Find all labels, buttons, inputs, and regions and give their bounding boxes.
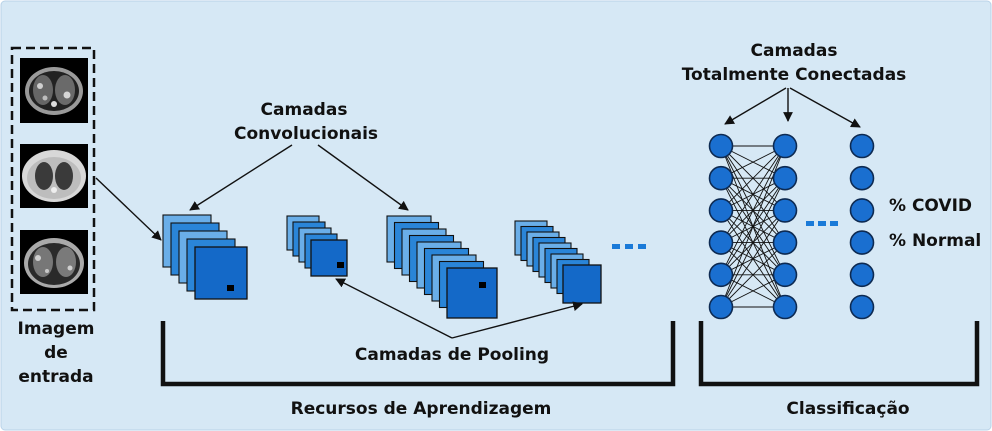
learning-features-label: Recursos de Aprendizagem (291, 399, 552, 419)
neuron-node (708, 133, 734, 159)
fc-edge (720, 145, 786, 211)
neuron-node (708, 198, 734, 223)
input-label-line-1: Imagem (18, 319, 95, 339)
pool-arrow-left (335, 278, 453, 339)
fc-arrow-left (724, 87, 787, 125)
input-to-conv-arrow (95, 177, 162, 241)
ct-scan-2 (20, 144, 88, 208)
fc-network (708, 133, 875, 320)
neuron-node (772, 198, 798, 223)
fc-layer-1 (708, 133, 734, 320)
feature-ellipsis (612, 244, 646, 249)
fc-label-line-2: Totalmente Conectadas (682, 65, 907, 85)
output-normal-label: % Normal (889, 231, 981, 251)
neuron-node (772, 165, 798, 191)
output-covid-label: % COVID (889, 196, 972, 216)
pool-stack-1 (286, 215, 348, 277)
kernel-marker (479, 282, 486, 288)
classification-bracket (698, 321, 980, 387)
conv-arrow-left (189, 144, 293, 211)
feature-map-front (194, 246, 248, 300)
fc-ellipsis (806, 221, 838, 226)
neuron-node (849, 262, 875, 288)
ct-scan-3 (20, 230, 88, 294)
neuron-node (708, 262, 734, 288)
neuron-node (708, 230, 734, 255)
fc-edge (720, 210, 786, 308)
conv-arrow-right (317, 144, 409, 211)
neuron-node (708, 165, 734, 191)
neuron-node (849, 230, 875, 255)
neuron-node (772, 230, 798, 255)
neuron-node (772, 262, 798, 288)
feature-map-stacks (162, 214, 602, 319)
fc-edge (720, 242, 786, 308)
ct-scan-1 (20, 58, 88, 123)
conv-label-line-1: Camadas (261, 100, 348, 120)
neuron-node (849, 133, 875, 159)
input-label-line-2: de (44, 343, 68, 363)
fc-edge (720, 145, 786, 276)
pool-stack-2 (514, 220, 602, 304)
neuron-node (849, 294, 875, 320)
neuron-node (849, 165, 875, 191)
input-label-line-3: entrada (18, 367, 93, 387)
fc-edge (720, 177, 786, 308)
fc-arrow-right (789, 87, 861, 128)
neuron-node (772, 133, 798, 159)
conv-stack-1 (162, 214, 248, 300)
kernel-marker (337, 262, 344, 268)
input-dashed-box (10, 46, 96, 312)
kernel-marker (227, 285, 234, 291)
fc-edge (720, 145, 786, 243)
classification-label: Classificação (786, 399, 909, 419)
neuron-node (772, 294, 798, 320)
neuron-node (849, 198, 875, 223)
feature-map-front (310, 239, 348, 277)
feature-map-front (446, 267, 498, 319)
neuron-node (708, 294, 734, 320)
pool-arrow-right (451, 301, 583, 339)
learning-bracket (160, 321, 676, 387)
pooling-label: Camadas de Pooling (355, 345, 549, 365)
conv-stack-2 (386, 215, 498, 319)
output-layer (849, 133, 875, 320)
feature-map-front (562, 264, 602, 304)
fc-layer-2 (772, 133, 798, 320)
fc-label-line-1: Camadas (751, 41, 838, 61)
conv-label-line-2: Convolucionais (234, 124, 378, 144)
